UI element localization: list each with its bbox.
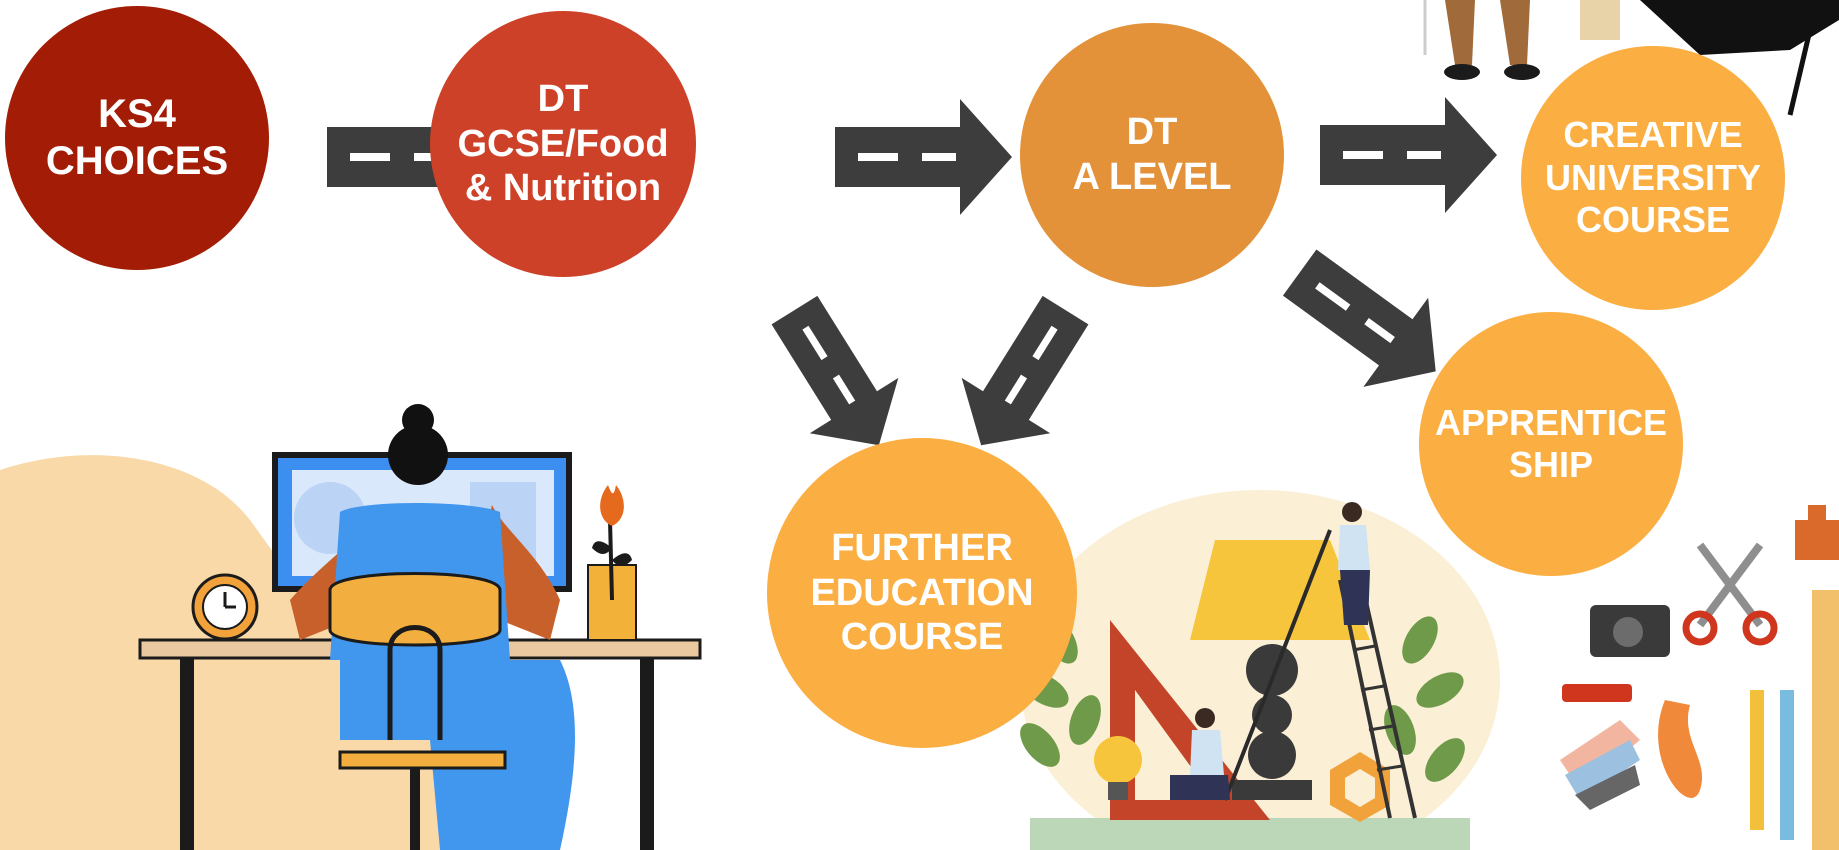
node-label-line: COURSE	[840, 616, 1004, 659]
graduate-illustration	[1423, 0, 1839, 116]
arrow-dash	[802, 325, 828, 361]
arrow-dash	[1315, 282, 1351, 311]
arrow-dash	[922, 153, 956, 161]
arrow-dash	[1364, 318, 1395, 344]
arrow-dash	[1032, 325, 1058, 361]
arrow-gcse-to-further-education	[771, 295, 899, 446]
node-label-line: GCSE/Food	[457, 122, 669, 165]
arrow-alevel-to-further-education	[961, 295, 1089, 446]
arrow-gcse-to-alevel	[835, 99, 1012, 215]
arrow-dash	[832, 374, 856, 405]
arrow-dash	[350, 153, 390, 161]
node-label-line: SHIP	[1508, 444, 1594, 485]
arrow-dash	[1004, 374, 1028, 405]
arrow-alevel-to-university	[1320, 97, 1497, 213]
node-label-line: KS4	[98, 91, 176, 136]
node-label-line: CHOICES	[45, 139, 229, 183]
node-label-line: APPRENTICE	[1434, 401, 1668, 443]
arrow-dash	[1343, 151, 1383, 159]
arrow-dash	[1407, 151, 1441, 159]
lightbulb-icon	[1094, 736, 1142, 784]
node-label-line: COURSE	[1575, 199, 1730, 241]
node-label-line: EDUCATION	[810, 571, 1034, 614]
node-label-line: FURTHER	[831, 526, 1013, 569]
node-label-line: UNIVERSITY	[1544, 156, 1762, 198]
arrow-alevel-to-apprenticeship	[1282, 249, 1436, 387]
designer-with-lamp-illustration	[1020, 490, 1500, 850]
person-at-computer-illustration	[138, 404, 702, 850]
arrow-dash	[858, 153, 898, 161]
node-label-line: DT	[537, 77, 589, 120]
node-label-line: A LEVEL	[1072, 156, 1232, 198]
design-tools-illustration	[1560, 505, 1839, 850]
scissors-icon	[1682, 610, 1718, 646]
node-label-line: & Nutrition	[464, 167, 662, 210]
node-label-line: CREATIVE	[1563, 114, 1743, 156]
node-label-line: DT	[1126, 111, 1178, 154]
